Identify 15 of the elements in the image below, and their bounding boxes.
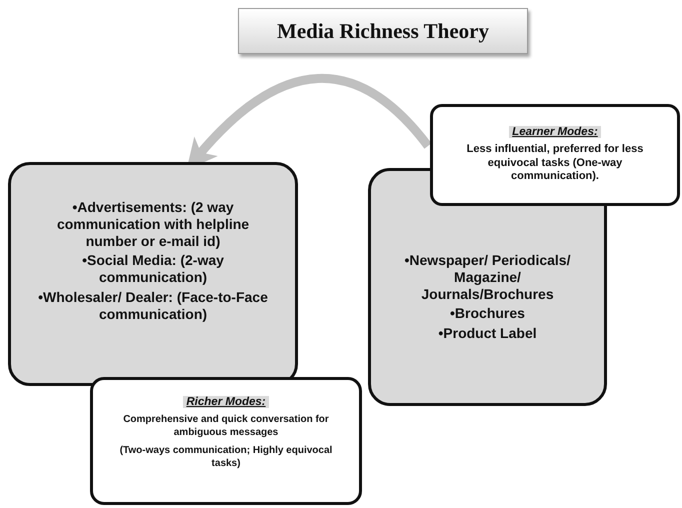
bullet-item: •Newspaper/ Periodicals/ Magazine/ Journals/Brochures bbox=[404, 252, 572, 302]
callout-text: (Two-ways communication; Highly equivocal tasks) bbox=[118, 445, 334, 470]
title: Media Richness Theory bbox=[277, 18, 489, 44]
rounded-box bbox=[8, 162, 298, 386]
bullet-item: •Product Label bbox=[438, 325, 537, 342]
callout-text: Less influential, preferred for less equivocal tasks (One-way communication). bbox=[466, 142, 644, 184]
bullet-item: •Social Media: (2-way communication) bbox=[81, 252, 225, 286]
callout-text: Comprehensive and quick conversation for ambiguous messages bbox=[122, 414, 330, 439]
callout-tooltip bbox=[90, 377, 362, 505]
callout-tooltip bbox=[430, 104, 680, 206]
bullet-item: •Wholesaler/ Dealer: (Face-to-Face communication) bbox=[37, 288, 269, 323]
bullet-item: •Brochures bbox=[450, 305, 525, 322]
bullet-item: •Advertisements: (2 way communication with helpline number or e-mail id) bbox=[56, 199, 250, 250]
callout-heading: Richer Modes: bbox=[183, 396, 269, 408]
callout-heading: Learner Modes: bbox=[509, 126, 601, 138]
